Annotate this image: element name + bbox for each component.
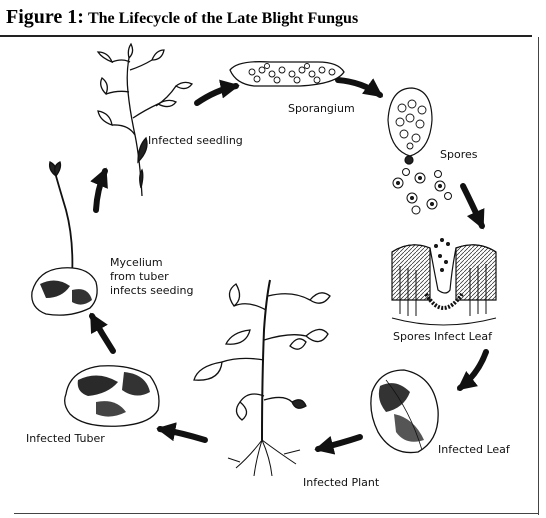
infected-seedling-illustration xyxy=(96,42,193,197)
label-infected-seedling: Infected seedling xyxy=(148,134,243,147)
label-mycelium-line2: from tuber xyxy=(110,270,169,283)
arrow-spores-to-leaf xyxy=(460,183,485,230)
label-mycelium-line3: infects seeding xyxy=(110,284,194,297)
figure-title: Figure 1: The Lifecycle of the Late Blig… xyxy=(6,6,358,29)
arrow-seedling-to-sporangium xyxy=(194,79,240,106)
arrow-mycelium-to-seedling xyxy=(90,167,108,213)
spores-illustration xyxy=(387,87,452,215)
label-sporangium: Sporangium xyxy=(288,102,355,115)
figure-caption: The Lifecycle of the Late Blight Fungus xyxy=(87,10,359,27)
frame-right-border xyxy=(538,37,539,515)
label-spores-infect-leaf: Spores Infect Leaf xyxy=(393,330,492,343)
label-spores: Spores xyxy=(440,148,478,161)
label-infected-plant: Infected Plant xyxy=(303,476,380,489)
mycelium-seedling-illustration xyxy=(31,161,98,316)
leaf-cross-section-illustration xyxy=(391,238,497,326)
figure-number: Figure 1: xyxy=(6,6,84,28)
arrow-infected-leaf-to-plant xyxy=(314,434,363,455)
arrow-leaf-to-infected-leaf xyxy=(456,349,489,391)
label-mycelium-line1: Mycelium xyxy=(110,256,163,269)
label-infected-leaf: Infected Leaf xyxy=(438,443,510,456)
sporangium-illustration xyxy=(229,61,345,87)
cycle-arrows xyxy=(89,77,489,455)
label-infected-tuber: Infected Tuber xyxy=(26,432,105,445)
infected-plant-illustration xyxy=(193,279,331,477)
title-rule xyxy=(0,35,532,37)
arrow-tuber-to-mycelium xyxy=(89,312,116,354)
arrow-sporangium-to-spores xyxy=(335,77,384,98)
infected-tuber-illustration xyxy=(64,365,160,427)
label-mycelium: Mycelium from tuber infects seeding xyxy=(110,256,194,298)
arrow-plant-to-tuber xyxy=(156,422,208,443)
frame-bottom-border xyxy=(14,513,539,514)
infected-leaf-illustration xyxy=(370,369,439,454)
